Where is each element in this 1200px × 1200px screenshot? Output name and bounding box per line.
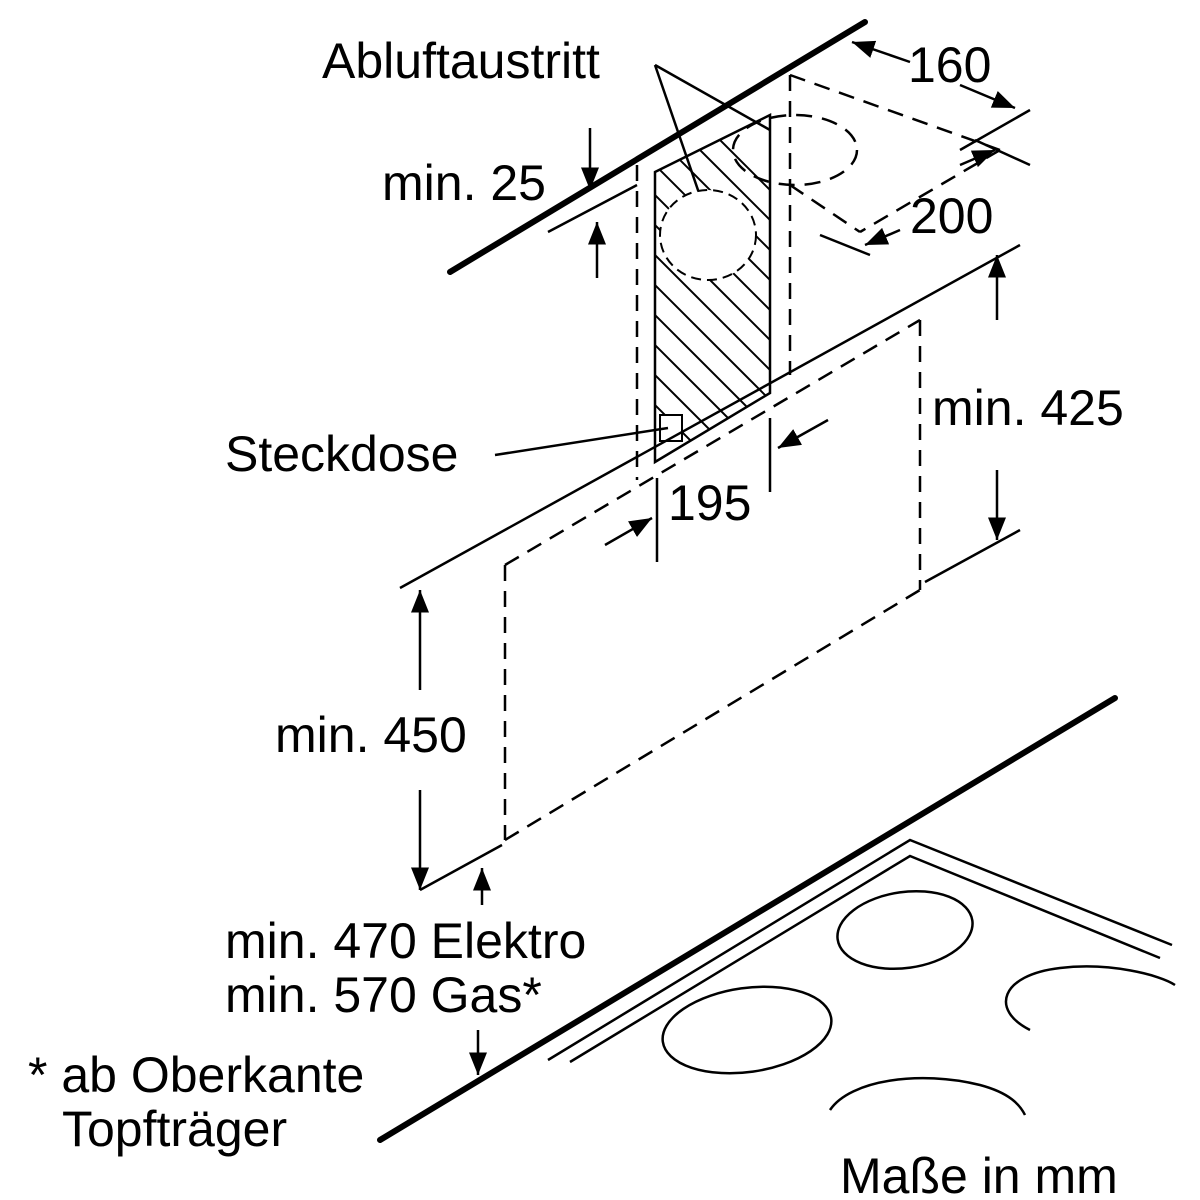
footnote-line2: Topfträger (62, 1101, 287, 1157)
burner-icon (828, 1076, 1027, 1116)
ceiling-line (447, 19, 868, 275)
dim-min-425: min. 425 (932, 380, 1124, 436)
socket-leader-line (494, 426, 669, 457)
dim-200: 200 (910, 188, 993, 244)
dim-min-25: min. 25 (382, 155, 546, 211)
footnote-line1: * ab Oberkante (28, 1047, 364, 1103)
units-note: Maße in mm (840, 1148, 1118, 1200)
burner-icon (1004, 965, 1176, 1032)
dim-min-470-electric: min. 470 Elektro (225, 913, 586, 969)
burner-icon (661, 985, 833, 1075)
dim-min-450: min. 450 (275, 707, 467, 763)
hood-outline (399, 243, 1021, 892)
dim-160: 160 (908, 37, 991, 93)
label-socket: Steckdose (225, 426, 458, 482)
cooktop (377, 695, 1176, 1143)
label-exhaust-outlet: Abluftaustritt (322, 33, 600, 89)
dim-195: 195 (668, 475, 751, 531)
dim-min-570-gas: min. 570 Gas* (225, 967, 542, 1023)
dimension-lines (411, 40, 1031, 1075)
burner-icon (836, 889, 974, 971)
